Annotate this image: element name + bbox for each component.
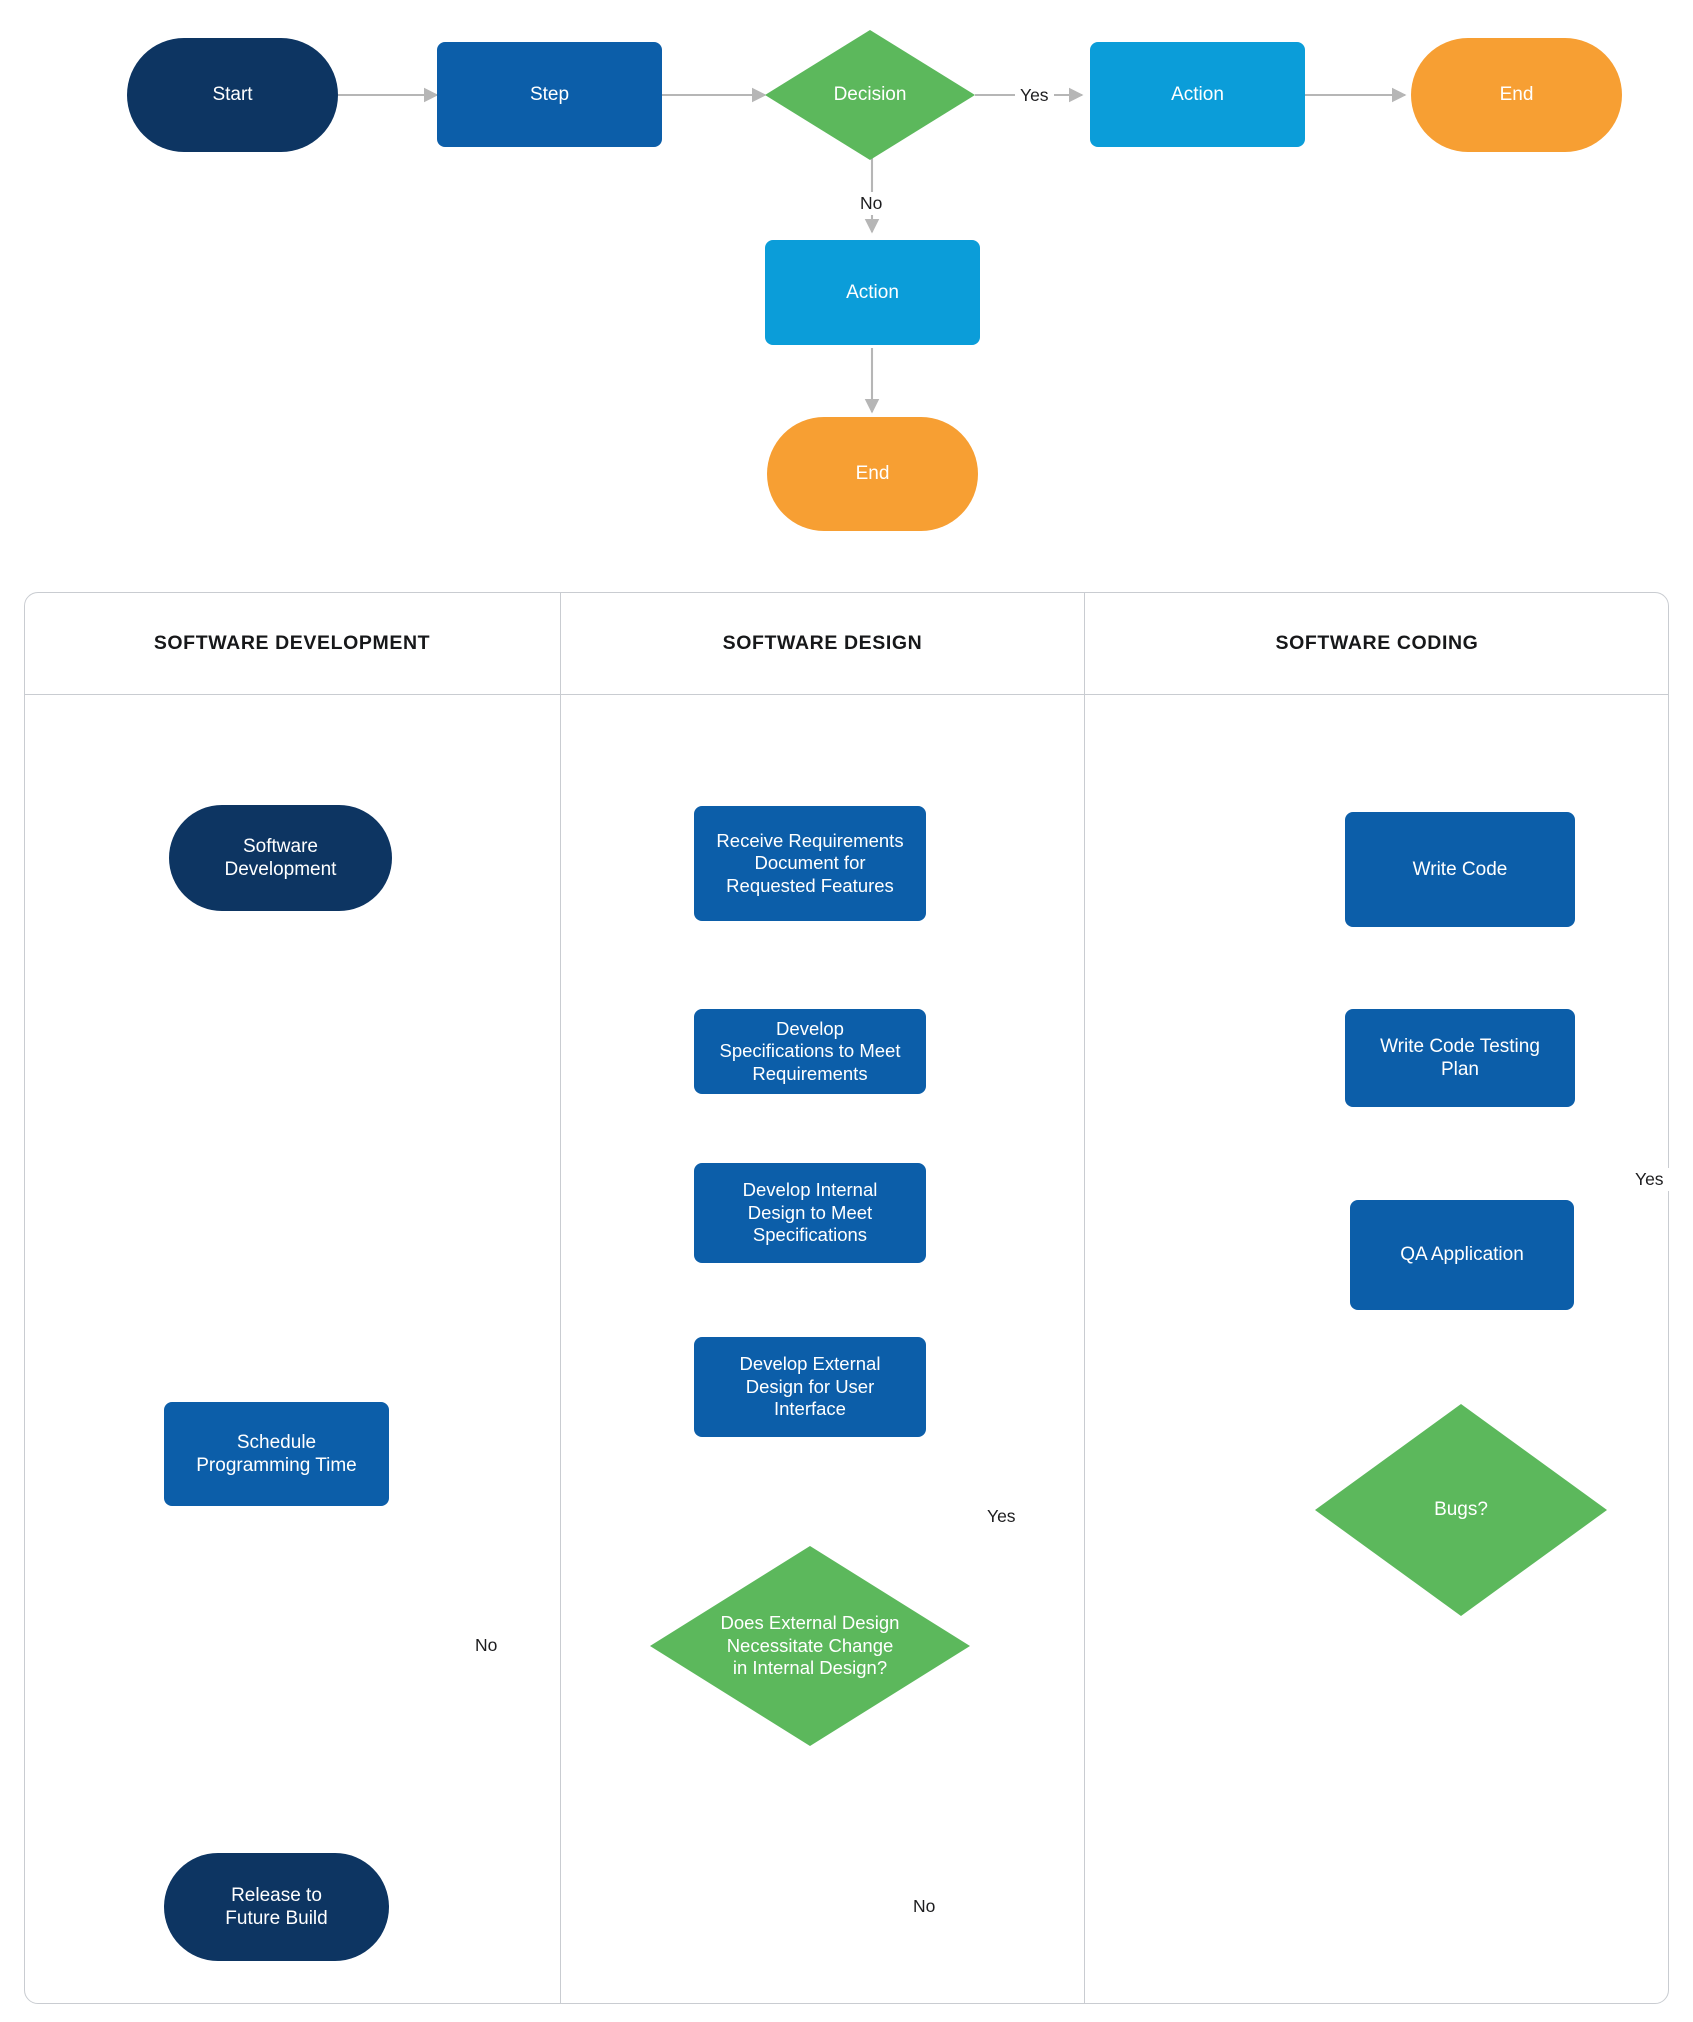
node-receive-requirements[interactable]: Receive Requirements Document for Reques… [694,806,926,921]
node-write-code[interactable]: Write Code [1345,812,1575,927]
node-start[interactable]: Start [127,38,338,152]
node-develop-specifications-label: Develop Specifications to Meet Requireme… [719,1017,901,1084]
node-end-no[interactable]: End [767,417,978,531]
lane-title-design-text: SOFTWARE DESIGN [722,631,923,654]
node-action-no-label: Action [846,281,899,303]
lane-divider-1 [560,592,562,2004]
node-release-to-future-build[interactable]: Release to Future Build [164,1853,389,1961]
bugs-diamond-shape [1315,1404,1607,1616]
node-develop-internal-design[interactable]: Develop Internal Design to Meet Specific… [694,1163,926,1263]
node-action-yes-label: Action [1171,83,1224,105]
node-software-development-label: Software Development [224,835,337,880]
node-develop-external-design-label: Develop External Design for User Interfa… [739,1353,881,1420]
node-write-code-testing-plan-label: Write Code Testing Plan [1380,1035,1540,1080]
node-decision[interactable]: Decision [765,30,975,160]
edge-label-external-no: No [470,1634,503,1657]
node-external-design-decision[interactable]: Does External Design Necessitate Change … [650,1546,970,1746]
node-write-code-testing-plan[interactable]: Write Code Testing Plan [1345,1009,1575,1107]
node-step[interactable]: Step [437,42,662,147]
node-develop-internal-design-label: Develop Internal Design to Meet Specific… [742,1179,878,1246]
lane-title-design: SOFTWARE DESIGN [561,628,1084,658]
node-software-development[interactable]: Software Development [169,805,392,911]
node-action-yes[interactable]: Action [1090,42,1305,147]
node-schedule-programming-time-label: Schedule Programming Time [196,1431,357,1476]
node-develop-specifications[interactable]: Develop Specifications to Meet Requireme… [694,1009,926,1094]
edge-label-legend-yes: Yes [1015,84,1054,107]
node-develop-external-design[interactable]: Develop External Design for User Interfa… [694,1337,926,1437]
node-qa-application-label: QA Application [1400,1244,1524,1266]
node-decision-label: Decision [833,84,907,106]
edge-label-legend-no: No [855,192,888,215]
lane-title-coding: SOFTWARE CODING [1085,628,1669,658]
lane-header-rule [24,694,1669,696]
decision-diamond-shape [765,30,975,160]
node-qa-application[interactable]: QA Application [1350,1200,1574,1310]
node-bugs-decision[interactable]: Bugs? [1315,1404,1607,1616]
node-release-to-future-build-label: Release to Future Build [225,1884,328,1929]
node-write-code-label: Write Code [1412,858,1508,880]
node-start-label: Start [212,84,253,106]
node-receive-requirements-label: Receive Requirements Document for Reques… [716,829,904,896]
edge-label-bugs-no: No [908,1895,941,1918]
lane-title-development: SOFTWARE DEVELOPMENT [24,628,560,658]
node-action-no[interactable]: Action [765,240,980,345]
lane-title-development-text: SOFTWARE DEVELOPMENT [153,631,431,654]
node-bugs-decision-label: Bugs? [1434,1499,1488,1521]
node-end-no-label: End [855,463,890,485]
lane-divider-2 [1084,592,1086,2004]
node-step-label: Step [529,83,570,105]
node-end-yes-label: End [1499,84,1534,106]
node-schedule-programming-time[interactable]: Schedule Programming Time [164,1402,389,1506]
edge-label-bugs-yes: Yes [1630,1168,1669,1191]
node-external-design-decision-label: Does External Design Necessitate Change … [720,1612,900,1679]
node-end-yes[interactable]: End [1411,38,1622,152]
lane-title-coding-text: SOFTWARE CODING [1275,631,1479,654]
edge-label-external-yes: Yes [982,1505,1021,1528]
